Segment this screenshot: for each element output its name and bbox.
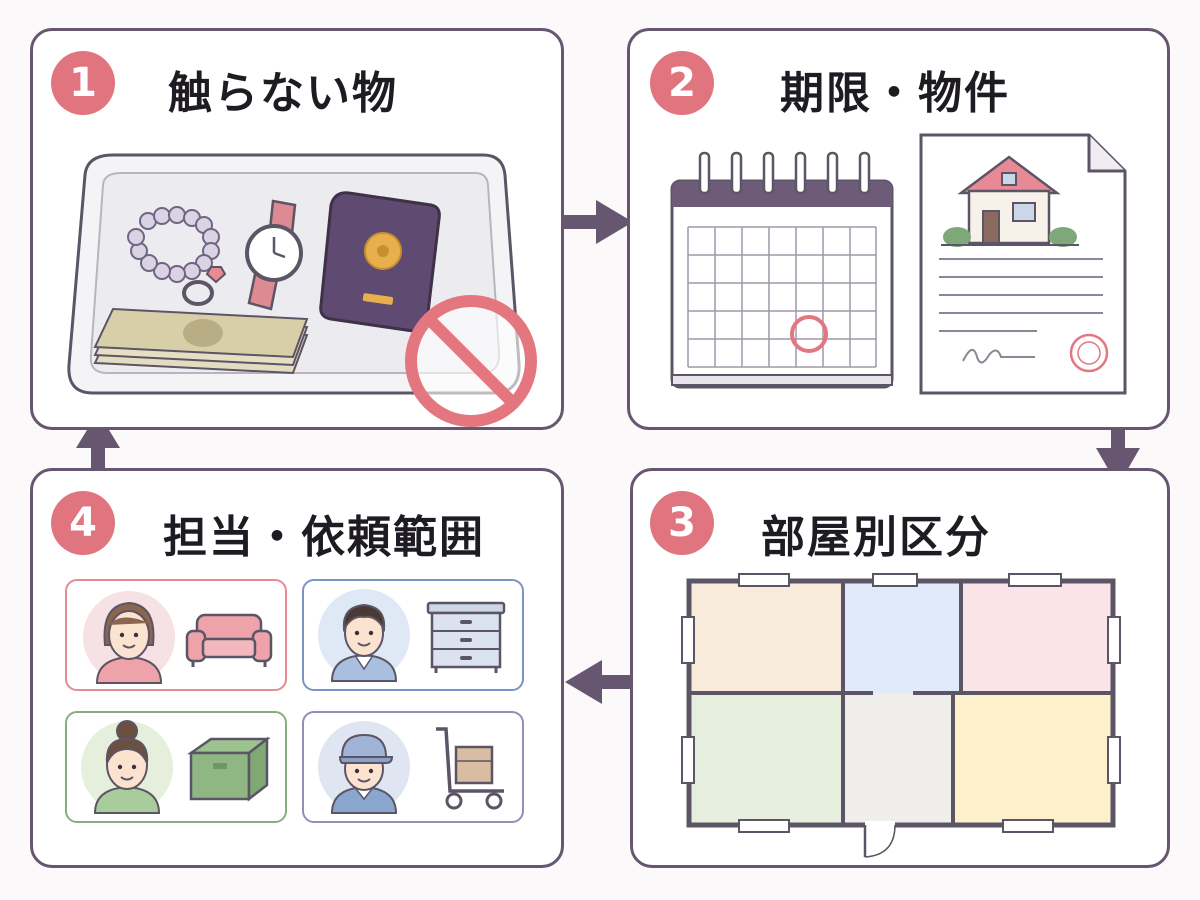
man-avatar-icon	[318, 589, 410, 682]
passport-icon	[319, 191, 441, 333]
ring-icon	[182, 266, 227, 306]
dresser-icon	[426, 601, 506, 673]
arrow-left-icon	[565, 660, 638, 704]
step-2-panel: 2 期限・物件	[627, 28, 1170, 430]
wristwatch-icon	[245, 199, 303, 311]
calendar-icon	[670, 151, 894, 389]
step-title: 担当・依頼範囲	[163, 512, 485, 563]
house-icon	[941, 155, 1079, 247]
step-4-panel: 4 担当・依頼範囲	[30, 468, 564, 868]
step-3-panel: 3 部屋別区分	[630, 468, 1170, 868]
prohibited-icon	[405, 295, 537, 427]
box-icon	[187, 736, 271, 802]
step-title: 部屋別区分	[761, 512, 991, 563]
woman-bun-avatar-icon	[81, 720, 173, 814]
hand-truck-icon	[436, 727, 504, 810]
step-number-badge: 2	[650, 51, 714, 115]
seal-stamp-icon	[1069, 333, 1109, 373]
assignment-card	[302, 579, 524, 691]
step-title: 触らない物	[168, 68, 398, 119]
assignment-card	[65, 579, 287, 691]
cash-bundle-icon	[93, 307, 309, 375]
arrow-right-icon	[556, 200, 633, 244]
step-title: 期限・物件	[780, 68, 1010, 119]
floor-plan-icon	[681, 573, 1121, 858]
property-document-icon	[919, 133, 1127, 395]
mover-avatar-icon	[318, 721, 410, 814]
entrance-door-icon	[863, 821, 896, 858]
step-1-panel: 1 触らない物	[30, 28, 564, 430]
assignment-card	[302, 711, 524, 823]
sofa-icon	[185, 613, 273, 667]
valuables-tray-illustration	[67, 153, 537, 427]
pearl-necklace-icon	[127, 206, 220, 283]
arrow-up-icon	[76, 412, 120, 476]
assignment-card	[65, 711, 287, 823]
step-number-badge: 1	[51, 51, 115, 115]
step-number-badge: 3	[650, 491, 714, 555]
woman-avatar-icon	[83, 591, 175, 684]
step-number-badge: 4	[51, 491, 115, 555]
